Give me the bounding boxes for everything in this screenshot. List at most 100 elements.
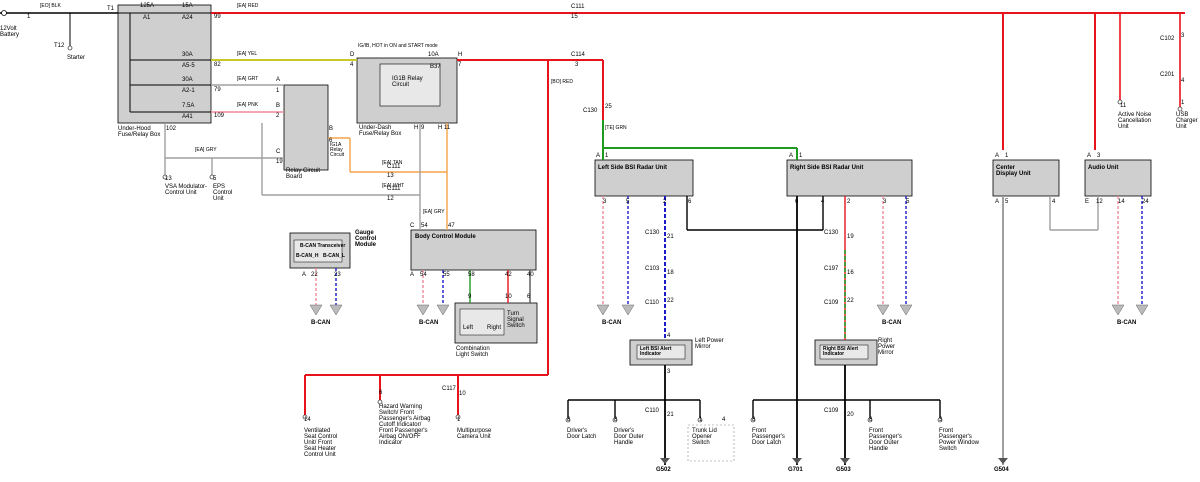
- comp-phandle: Front Passenger's Door Outer Handle: [869, 428, 902, 452]
- comp-pwindow: Front Passenger's Power Window Switch: [939, 428, 980, 452]
- eps-pin: 5: [213, 176, 217, 182]
- sw-pin-9: 9: [468, 294, 472, 300]
- lbsi-pin-6: 6: [688, 199, 692, 205]
- c117-label: C117: [442, 386, 456, 392]
- left-bsi-box: [594, 159, 694, 197]
- vsa-pin: 13: [165, 176, 172, 182]
- c111-label: C111: [571, 4, 585, 10]
- bcm-pin-47: 47: [448, 223, 455, 229]
- eps-label: EPS Control Unit: [213, 184, 233, 202]
- gauge-pin-a: A: [302, 272, 307, 278]
- fuse-30a-2: 30A: [182, 77, 193, 83]
- c109-20: 20: [847, 412, 854, 418]
- c109-r2: C109: [824, 408, 839, 414]
- c109-r: C109: [824, 300, 839, 306]
- wire-yel: [EA] YEL: [237, 51, 258, 57]
- cd-pin-a: A: [995, 153, 1000, 159]
- under-hood-label: Under-Hood Fuse/Relay Box: [118, 126, 161, 138]
- audio-label: Audio Unit: [1088, 165, 1119, 171]
- ud-pin-h2: H: [414, 125, 419, 131]
- bcm-pin-58: 58: [468, 272, 475, 278]
- bcm-pin-40: 40: [527, 272, 534, 278]
- starter-label: Starter: [67, 55, 86, 61]
- c111-label-3: C111: [387, 186, 401, 192]
- c197-r: C197: [824, 266, 839, 272]
- cd-pin-4: 4: [1052, 199, 1056, 205]
- vsa-label: VSA Modulator-Control Unit: [165, 184, 208, 196]
- cd-pin-1: 1: [1005, 153, 1009, 159]
- combination-label: Combination Light Switch: [456, 346, 490, 358]
- ud-pin-h3: H: [438, 125, 443, 131]
- fuse-a1: A1: [143, 15, 151, 21]
- comp-pin-trunk: 1: [699, 417, 703, 423]
- lbsi-pin-2: 2: [663, 199, 667, 205]
- relay-board-box: [283, 84, 329, 171]
- rbsi-pin-2: 2: [847, 199, 851, 205]
- switch-right: Right: [487, 325, 502, 331]
- center-display-box: [992, 159, 1060, 197]
- rbsi-pin-a: A: [789, 153, 794, 159]
- lbsi-pin-3: 3: [603, 199, 607, 205]
- bcan-3: B-CAN: [602, 320, 622, 326]
- comp-dhandle: Driver's Door Outer Handle: [614, 428, 644, 446]
- cd-pin-a2: A: [995, 199, 1000, 205]
- c201-4: 4: [1181, 78, 1185, 84]
- relay-pin-2: 2: [276, 113, 280, 119]
- comp-pin-platch: 8: [752, 417, 756, 423]
- fuse-7-5a: 7.5A: [182, 103, 195, 109]
- comp-pin-ventilated: 14: [304, 417, 311, 423]
- c130-l: C130: [645, 230, 660, 236]
- bcm-pin-54a: 54: [421, 223, 428, 229]
- pin-82: 82: [214, 62, 221, 68]
- ud-wire-tan: [EA] TAN: [382, 160, 403, 166]
- c110-l2: C110: [645, 408, 659, 414]
- rbsi-pin-6: 6: [795, 199, 799, 205]
- wire-red-1: [EA] RED: [237, 3, 259, 9]
- ud-pin-9: 9: [421, 125, 425, 131]
- relay-pin-b: B: [276, 103, 281, 109]
- comp-pin-dlatch: 8: [567, 417, 571, 423]
- relay-pin-1: 1: [276, 88, 280, 94]
- t1-pin: T1: [107, 6, 115, 12]
- bcan-1: B-CAN: [311, 320, 331, 326]
- right-bsi-box: [786, 159, 913, 197]
- comp-dlatch: Driver's Door Latch: [567, 428, 597, 440]
- battery-pin: 1: [27, 14, 31, 20]
- c110-21: 21: [667, 412, 674, 418]
- ig1b-relay-box: [379, 63, 441, 107]
- fuse-a2-1: A2-1: [182, 88, 195, 94]
- switch-left: Left: [463, 325, 474, 331]
- c102-3: 3: [1181, 33, 1185, 39]
- c110-l: C110: [645, 300, 659, 306]
- fuse-125a: 125A: [140, 3, 155, 9]
- cd-pin-5: 5: [1005, 199, 1009, 205]
- ud-pin-7: 7: [458, 62, 462, 68]
- c130-21: 21: [667, 234, 674, 240]
- c130-25: 25: [605, 104, 612, 110]
- rbsi-pin-3: 3: [883, 199, 887, 205]
- bcm-label: Body Control Module: [415, 234, 476, 240]
- under-dash-note: IG/IB, HOT in ON and START mode: [358, 43, 438, 49]
- wire-grt: [EA] GRT: [237, 76, 259, 82]
- c117-10: 10: [459, 391, 466, 397]
- comp-camera: Multipurpose Camera Unit: [457, 428, 492, 440]
- pin-102: 102: [166, 126, 177, 132]
- comp-pin-camera: 1: [457, 417, 461, 423]
- relay-pin-c: C: [276, 149, 281, 155]
- rbsi-pin-4: 4: [821, 199, 825, 205]
- rbsi-pin-1: 1: [799, 153, 803, 159]
- fuse-a24: A24: [182, 15, 193, 21]
- left-bsi-label: Left Side BSI Radar Unit: [598, 165, 668, 171]
- gauge-label: Gauge Control Module: [355, 230, 377, 248]
- relay-pin-a: A: [276, 77, 281, 83]
- bcm-pin-a: A: [410, 272, 415, 278]
- bcm-pin-c: C: [410, 223, 415, 229]
- ud-wire-wht: [EA] WHT: [382, 183, 405, 189]
- ud-wire-red: [BO] RED: [551, 79, 573, 85]
- ud-pin-d: D: [350, 52, 355, 58]
- starter-connector: T12: [54, 43, 65, 49]
- pin-79: 79: [214, 87, 221, 93]
- c114-3: 3: [575, 62, 579, 68]
- under-dash-label: Under-Dash Fuse/Relay Box: [359, 125, 402, 137]
